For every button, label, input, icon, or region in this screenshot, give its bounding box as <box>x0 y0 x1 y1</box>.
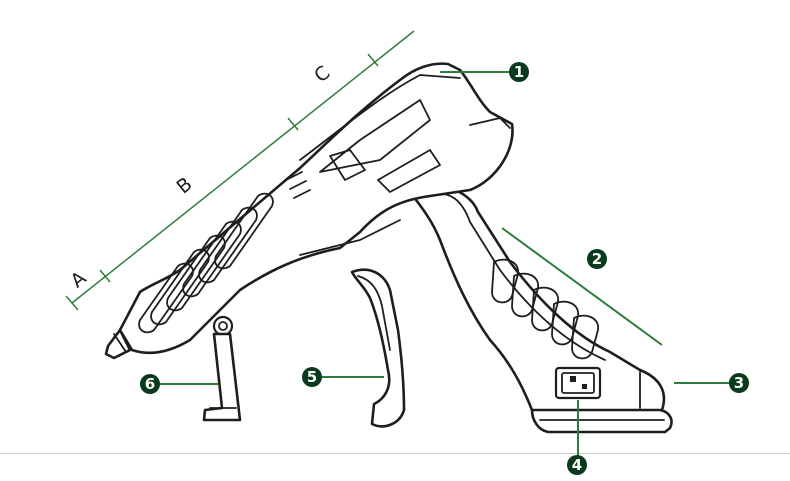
callout-1: 1 <box>509 62 529 82</box>
trigger <box>350 268 406 428</box>
callout-5: 5 <box>302 367 322 387</box>
gun-body <box>118 62 514 354</box>
grip-ribs <box>491 258 599 360</box>
handle <box>408 184 666 422</box>
segment-label-b: B <box>173 173 197 198</box>
callout-6: 6 <box>140 374 160 394</box>
callout-2-number: 2 <box>592 250 602 268</box>
leader-lines <box>160 71 730 456</box>
callout-5-number: 5 <box>307 368 317 386</box>
callout-3-number: 3 <box>734 374 744 392</box>
floor-line <box>0 453 790 454</box>
callout-1-number: 1 <box>514 63 524 81</box>
segment-label-a: A <box>67 267 91 292</box>
dimension-line <box>65 30 415 311</box>
callout-6-number: 6 <box>145 375 155 393</box>
callout-4-number: 4 <box>572 456 582 474</box>
callout-4: 4 <box>567 455 587 475</box>
base-foot <box>530 408 673 434</box>
support-stand <box>202 315 242 422</box>
callout-3: 3 <box>729 373 749 393</box>
cooling-fins <box>138 192 274 334</box>
segment-label-c: C <box>310 62 334 87</box>
callout-2: 2 <box>587 249 607 269</box>
vent-slots <box>285 171 311 199</box>
nozzle <box>104 328 132 360</box>
power-switch <box>554 366 602 400</box>
